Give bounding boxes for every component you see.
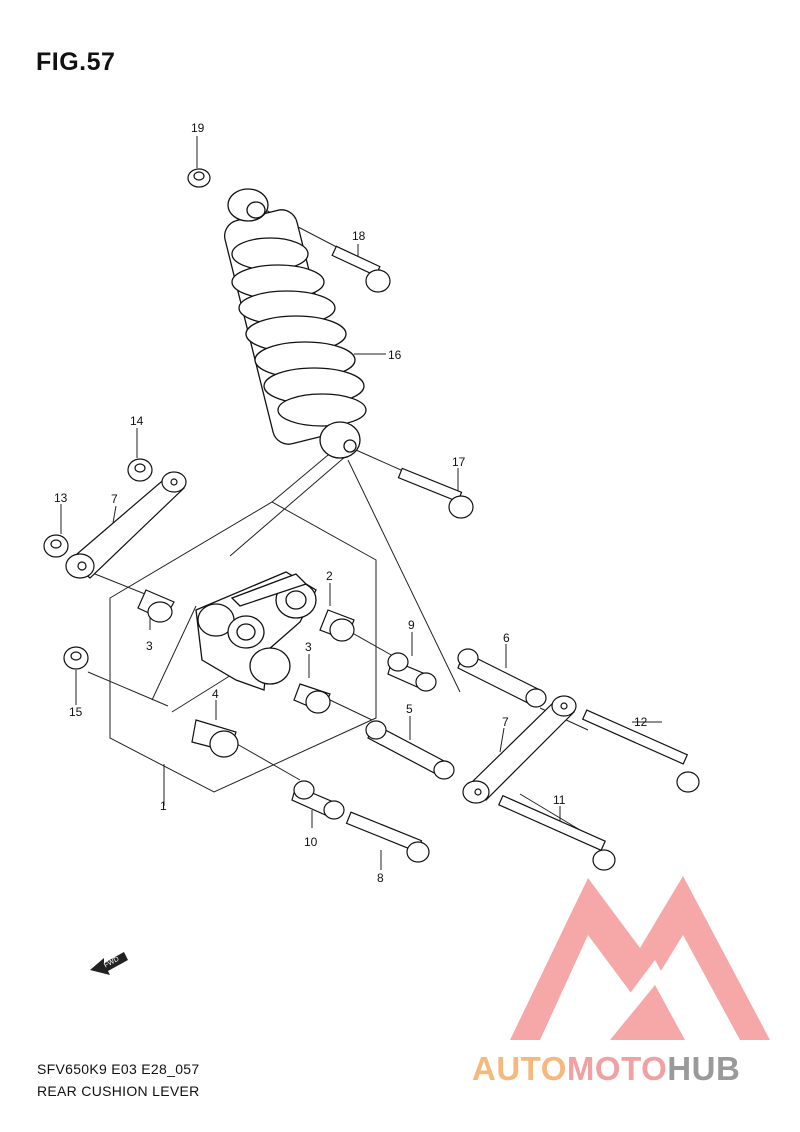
callout-9: 9 — [408, 618, 415, 632]
bolt-8 — [345, 811, 430, 863]
watermark-part3: HUB — [667, 1050, 741, 1087]
bearing-3-left — [137, 589, 175, 623]
nut-13 — [43, 534, 69, 558]
callout-2: 2 — [326, 569, 333, 583]
callout-15: 15 — [69, 705, 83, 719]
callout-4: 4 — [212, 687, 219, 701]
watermark-logo — [510, 876, 770, 1040]
nut-15 — [63, 646, 89, 670]
bearing-2 — [319, 609, 355, 642]
nut-14 — [127, 458, 153, 482]
collar-9 — [387, 652, 437, 692]
callout-3-center: 3 — [305, 640, 312, 654]
callout-19: 19 — [191, 121, 205, 135]
bearing-4 — [191, 719, 239, 758]
fwd-arrow-icon: FWD — [90, 952, 128, 975]
nut-19 — [187, 168, 211, 188]
callout-18: 18 — [352, 229, 366, 243]
callout-16: 16 — [388, 348, 402, 362]
bolt-11 — [498, 794, 616, 871]
caption-name: REAR CUSHION LEVER — [37, 1083, 200, 1099]
callout-6: 6 — [503, 631, 510, 645]
callout-14: 14 — [130, 414, 144, 428]
assembly-outline — [87, 204, 589, 831]
callout-11: 11 — [553, 793, 566, 807]
callout-labels: 19 18 16 17 14 13 7 2 3 9 6 3 15 4 5 7 1… — [54, 121, 648, 885]
rod-7-left — [65, 471, 187, 579]
rod-7-right — [462, 695, 577, 804]
watermark-text: AUTOMOTOHUB — [472, 1050, 740, 1088]
watermark-part1: AUTO — [472, 1050, 567, 1087]
bearing-3-center — [293, 683, 331, 714]
shock-absorber — [224, 188, 367, 459]
callout-3-left: 3 — [146, 639, 153, 653]
collar-10 — [291, 780, 345, 820]
caption-code: SFV650K9 E03 E28_057 — [37, 1061, 200, 1077]
callout-7-left: 7 — [111, 492, 118, 506]
figure-title: FIG.57 — [36, 48, 116, 76]
callout-17: 17 — [452, 455, 466, 469]
bolt-18 — [331, 245, 391, 293]
collar-5 — [365, 720, 455, 780]
callout-12: 12 — [634, 715, 648, 729]
callout-1: 1 — [160, 799, 167, 813]
callout-13: 13 — [54, 491, 68, 505]
bolt-12 — [581, 709, 700, 793]
callout-7-right: 7 — [502, 715, 509, 729]
watermark-part2: MOTO — [566, 1050, 668, 1087]
collar-6 — [457, 648, 547, 708]
callout-8: 8 — [377, 871, 384, 885]
bolt-17 — [397, 467, 474, 519]
cushion-lever — [195, 571, 317, 691]
callout-5: 5 — [406, 702, 413, 716]
callout-10: 10 — [304, 835, 318, 849]
